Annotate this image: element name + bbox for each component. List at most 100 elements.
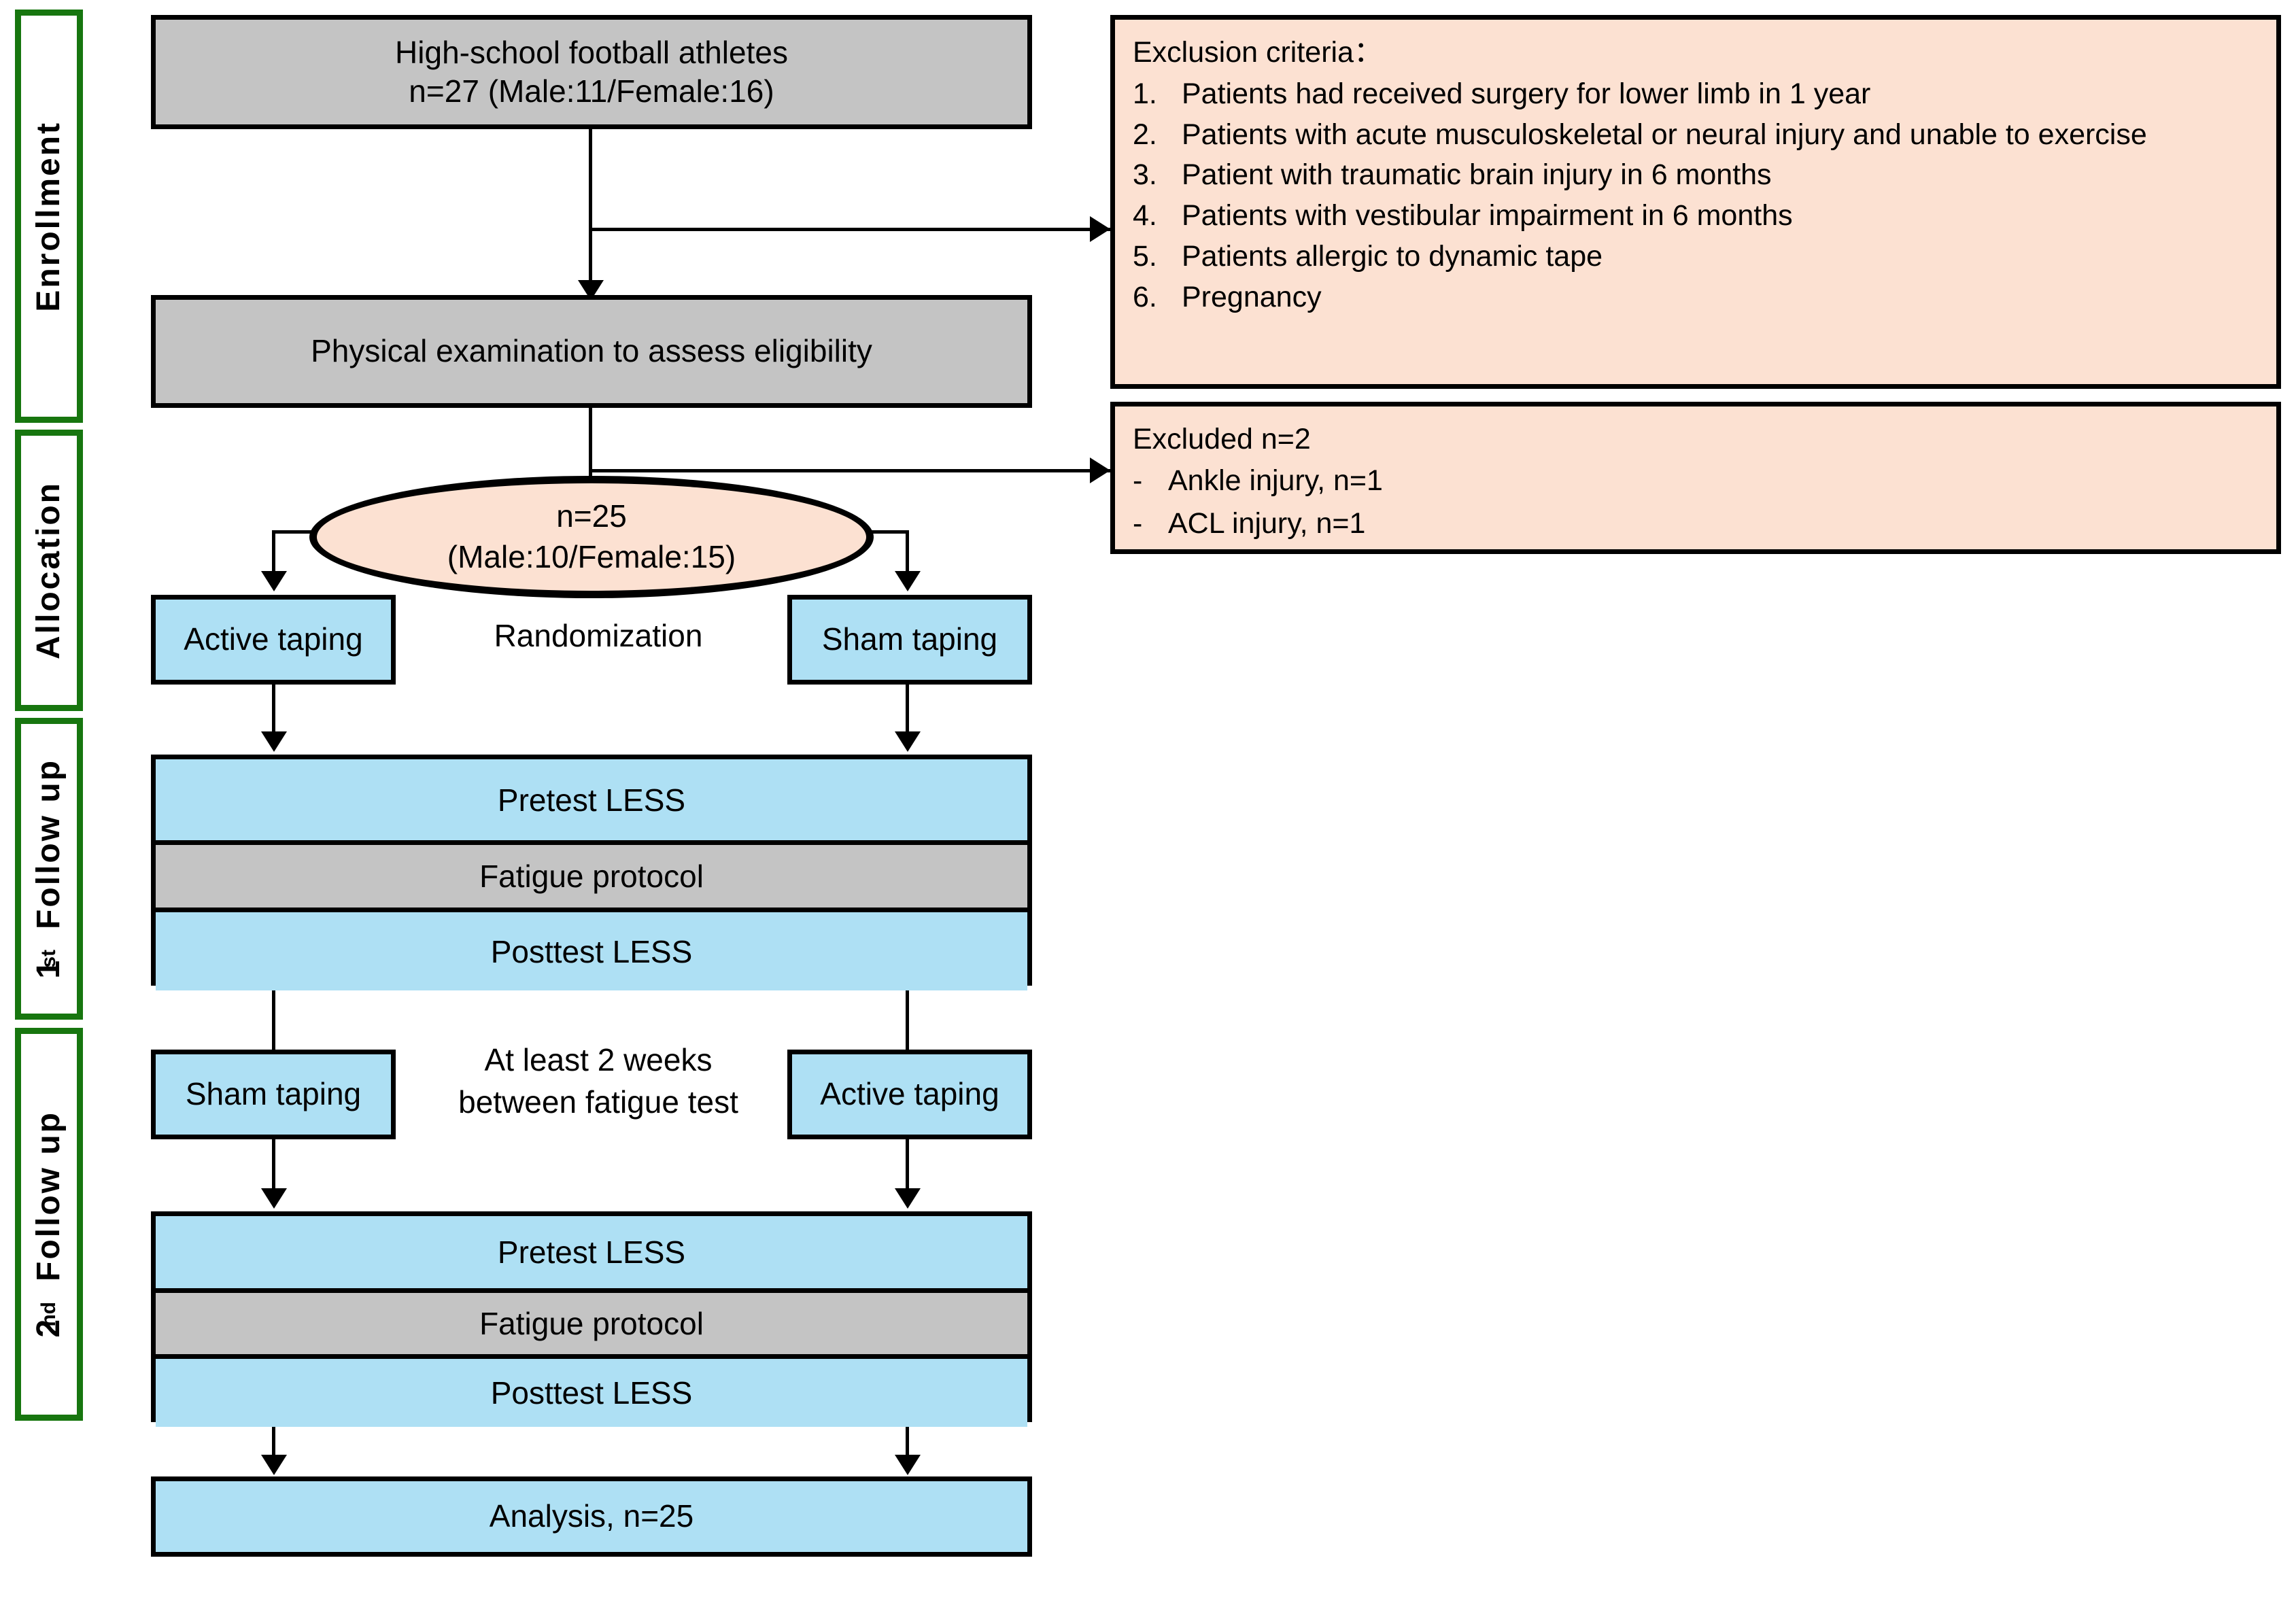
exclusion-item-number: 6. — [1133, 280, 1157, 313]
node-less-stack-first-follow-up: Pretest LESS Fatigue protocol Posttest L… — [151, 755, 1032, 990]
excluded-heading: Excluded n=2 — [1133, 423, 1311, 455]
node-posttest-less-1: Posttest LESS — [156, 912, 1027, 990]
phase-label-second-follow-up: 2nd Follow up — [31, 1111, 67, 1338]
arrowhead-active1-to-less1 — [261, 731, 287, 752]
sham-taping-period1-label: Sham taping — [821, 621, 998, 657]
phase-label-allocation: Allocation — [31, 481, 67, 659]
active-taping-period1-label: Active taping — [184, 621, 363, 657]
arrowhead-exam-to-excluded — [1090, 457, 1110, 483]
connector-randomized-to-active-h — [272, 530, 320, 534]
node-randomized-sample: n=25 (Male:10/Female:15) — [309, 476, 874, 598]
analysis-label: Analysis, n=25 — [489, 1498, 694, 1534]
connector-active2-to-less2 — [906, 1139, 909, 1191]
exclusion-item-number: 2. — [1133, 118, 1157, 151]
excluded-item: - ACL injury, n=1 — [1133, 504, 2259, 543]
randomized-sample-line1: n=25 — [556, 498, 627, 534]
connector-less2-to-analysis — [272, 1422, 275, 1457]
phase-label-first-follow-up: 1st Follow up — [31, 759, 67, 979]
phase-rail-second-follow-up: 2nd Follow up — [15, 1028, 83, 1421]
enrolled-athletes-line1: High-school football athletes — [395, 34, 788, 70]
connector-active1-to-less1 — [272, 684, 275, 736]
caption-washout-period: At least 2 weeks between fatigue test — [422, 1020, 775, 1142]
arrowhead-less2-to-analysis — [261, 1455, 287, 1475]
panel-excluded: Excluded n=2 - Ankle injury, n=1 - ACL i… — [1110, 402, 2281, 554]
exclusion-item-text: Pregnancy — [1182, 280, 1322, 313]
connector-athletes-to-exclusion — [589, 228, 1133, 231]
node-fatigue-protocol-1: Fatigue protocol — [156, 840, 1027, 912]
connector-sham1-to-less1 — [906, 684, 909, 736]
exclusion-item-text: Patient with traumatic brain injury in 6… — [1182, 158, 1772, 192]
excluded-item-text: Ankle injury, n=1 — [1168, 464, 1383, 497]
phase-rail-allocation: Allocation — [15, 430, 83, 711]
pretest-less-1-label: Pretest LESS — [497, 782, 686, 818]
posttest-less-1-label: Posttest LESS — [490, 933, 693, 969]
node-less-stack-second-follow-up: Pretest LESS Fatigue protocol Posttest L… — [151, 1211, 1032, 1427]
connector-less1-to-sham2 — [272, 986, 275, 1103]
connector-less1-to-active2 — [906, 986, 909, 1103]
exclusion-item-number: 1. — [1133, 77, 1157, 110]
exclusion-item-text: Patients allergic to dynamic tape — [1182, 239, 1603, 273]
phase-rail-enrollment: Enrollment — [15, 10, 83, 423]
active-taping-period2-label: Active taping — [820, 1076, 999, 1112]
exclusion-item-number: 4. — [1133, 199, 1157, 232]
phase-rail-first-follow-up: 1st Follow up — [15, 718, 83, 1020]
exclusion-item-text: Patients had received surgery for lower … — [1182, 77, 1871, 110]
exclusion-item-number: 3. — [1133, 158, 1157, 192]
posttest-less-2-label: Posttest LESS — [490, 1375, 693, 1411]
arrowhead-sham2-to-less2 — [261, 1188, 287, 1209]
excluded-list: - Ankle injury, n=1 - ACL injury, n=1 — [1133, 462, 2259, 543]
node-active-taping-period2: Active taping — [787, 1050, 1032, 1139]
connector-exam-to-randomized — [589, 408, 592, 517]
caption-randomization: Randomization — [422, 612, 775, 659]
excluded-item-bullet: - — [1133, 464, 1143, 497]
fatigue-protocol-2-label: Fatigue protocol — [479, 1306, 704, 1341]
excluded-item-bullet: - — [1133, 506, 1143, 540]
pretest-less-2-label: Pretest LESS — [497, 1234, 686, 1270]
exclusion-item-text: Patients with vestibular impairment in 6… — [1182, 199, 1793, 232]
exclusion-criteria-list: 1. Patients had received surgery for low… — [1133, 75, 2259, 317]
arrowhead-randomized-to-active — [261, 571, 287, 591]
node-fatigue-protocol-2: Fatigue protocol — [156, 1288, 1027, 1359]
phase-label-second-follow-up-ordinal: nd — [37, 1302, 60, 1328]
node-pretest-less-2: Pretest LESS — [156, 1216, 1027, 1288]
randomized-sample-line2: (Male:10/Female:15) — [447, 539, 736, 574]
exclusion-criteria-item: 2. Patients with acute musculoskeletal o… — [1133, 116, 2259, 154]
washout-period-line2: between fatigue test — [458, 1084, 738, 1120]
connector-less2-to-analysis-right — [906, 1422, 909, 1457]
arrowhead-sham1-to-less1 — [895, 731, 921, 752]
node-sham-taping-period2: Sham taping — [151, 1050, 396, 1139]
physical-examination-label: Physical examination to assess eligibili… — [311, 333, 872, 369]
sham-taping-period2-label: Sham taping — [185, 1076, 362, 1112]
node-physical-examination: Physical examination to assess eligibili… — [151, 295, 1032, 408]
fatigue-protocol-1-label: Fatigue protocol — [479, 859, 704, 894]
connector-exam-to-excluded — [589, 469, 1133, 472]
node-sham-taping-period1: Sham taping — [787, 595, 1032, 685]
exclusion-criteria-item: 3. Patient with traumatic brain injury i… — [1133, 156, 2259, 194]
arrowhead-randomized-to-sham — [895, 571, 921, 591]
exclusion-criteria-item: 5. Patients allergic to dynamic tape — [1133, 237, 2259, 276]
node-posttest-less-2: Posttest LESS — [156, 1359, 1027, 1427]
phase-label-enrollment: Enrollment — [31, 120, 67, 312]
enrolled-athletes-line2: n=27 (Male:11/Female:16) — [409, 73, 774, 109]
exclusion-criteria-item: 6. Pregnancy — [1133, 278, 2259, 317]
node-analysis: Analysis, n=25 — [151, 1476, 1032, 1557]
connector-randomized-to-active-v — [272, 530, 275, 574]
arrowhead-less2-to-analysis-right — [895, 1455, 921, 1475]
node-active-taping-period1: Active taping — [151, 595, 396, 685]
washout-period-line1: At least 2 weeks — [484, 1041, 713, 1077]
panel-exclusion-criteria: Exclusion criteria： 1. Patients had rece… — [1110, 15, 2281, 389]
excluded-item: - Ankle injury, n=1 — [1133, 462, 2259, 500]
connector-randomized-to-sham-v — [906, 530, 909, 574]
phase-label-first-follow-up-ordinal: st — [37, 950, 60, 969]
arrowhead-athletes-to-exclusion — [1090, 216, 1110, 242]
exclusion-criteria-heading: Exclusion criteria： — [1133, 36, 1383, 69]
caption-randomization-text: Randomization — [494, 617, 703, 653]
excluded-item-text: ACL injury, n=1 — [1168, 506, 1366, 540]
exclusion-item-text: Patients with acute musculoskeletal or n… — [1182, 118, 2147, 151]
connector-randomized-to-sham-h — [860, 530, 909, 534]
node-enrolled-athletes: High-school football athletes n=27 (Male… — [151, 15, 1032, 129]
connector-athletes-to-exam — [589, 129, 592, 286]
exclusion-criteria-item: 4. Patients with vestibular impairment i… — [1133, 196, 2259, 235]
arrowhead-active2-to-less2 — [895, 1188, 921, 1209]
